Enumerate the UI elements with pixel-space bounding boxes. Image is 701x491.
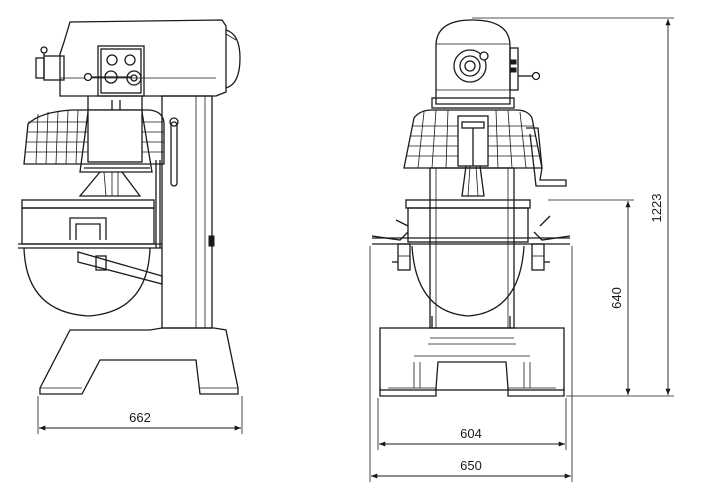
side-head (35, 19, 241, 97)
dim-label-604: 604 (460, 426, 482, 441)
front-view (371, 19, 571, 397)
side-view (18, 19, 241, 395)
dim-label-662: 662 (129, 410, 151, 425)
side-base (39, 327, 239, 395)
front-guard (403, 109, 567, 197)
dimension-bowl-height: 640 (548, 199, 634, 397)
dimension-base-width: 604 (377, 398, 567, 450)
dim-label-1223: 1223 (649, 194, 664, 223)
dimension-overall-height: 1223 (472, 17, 674, 397)
side-bowl (18, 160, 163, 317)
dim-label-650: 650 (460, 458, 482, 473)
front-bowl (371, 199, 571, 328)
dimension-overall-width: 650 (369, 246, 573, 482)
front-base (379, 327, 565, 397)
side-guard (23, 96, 165, 197)
dimension-side-width: 662 (37, 396, 243, 434)
side-column (161, 95, 215, 329)
dim-label-640: 640 (609, 287, 624, 309)
front-head (431, 19, 541, 109)
